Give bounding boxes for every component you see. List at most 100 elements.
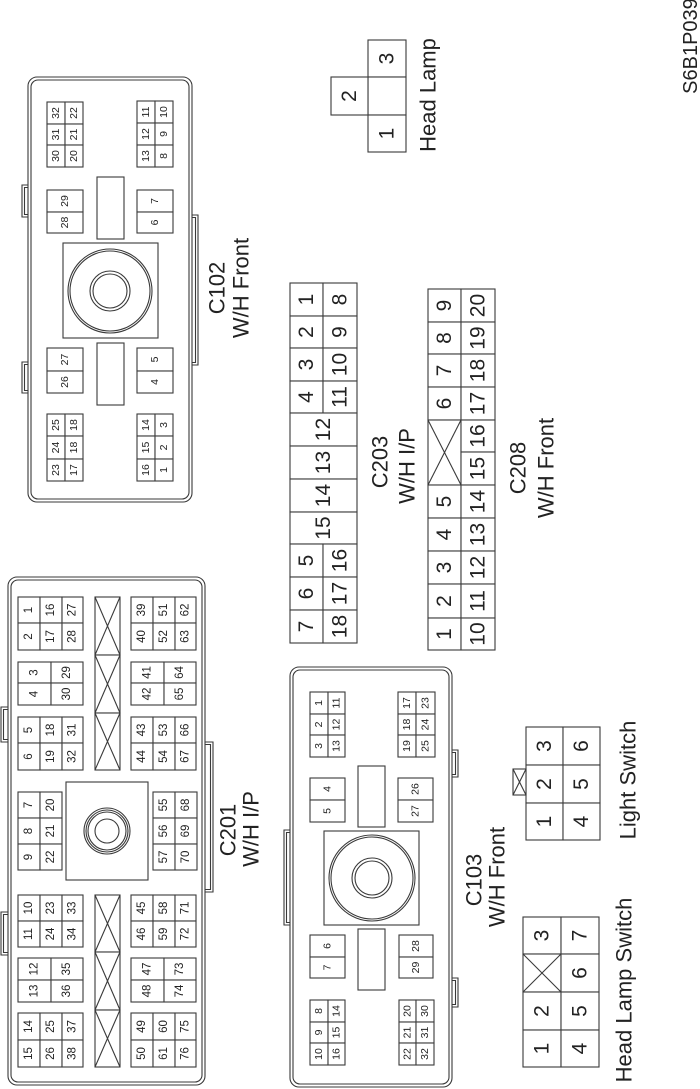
center-bolt-icon xyxy=(94,818,120,844)
pin-number: 18 xyxy=(45,724,57,737)
cavity-outline xyxy=(289,609,324,644)
pin-number: 29 xyxy=(59,195,71,207)
pin-cavity: 24 xyxy=(39,920,63,948)
pin-cavity: 7 xyxy=(17,791,41,819)
cavity-outline xyxy=(562,764,601,804)
pin-cavity: 61 xyxy=(152,1039,176,1068)
center-bolt-boss xyxy=(323,830,420,926)
pin-cavity: 53 xyxy=(152,716,176,744)
blocked-cavity-x-mark xyxy=(94,894,121,953)
pin-cavity: 12 xyxy=(17,957,52,981)
cavity-outline xyxy=(136,211,174,234)
pin-cavity: 45 xyxy=(130,894,154,922)
center-bolt-icon xyxy=(92,273,128,309)
pin-cavity: 10 xyxy=(309,1042,329,1066)
pin-cavity: 17 xyxy=(460,386,496,421)
pin-number: 19 xyxy=(45,750,57,763)
pin-number: 16 xyxy=(329,549,352,572)
pin-number: 52 xyxy=(158,630,170,643)
pin-number: 1 xyxy=(313,700,325,706)
pin-number: 5 xyxy=(433,496,456,508)
pin-cavity: 5 xyxy=(427,484,462,519)
pin-number: 5 xyxy=(23,727,35,733)
cavity-outline xyxy=(427,550,462,585)
cavity-outline xyxy=(460,419,496,453)
pin-number: 16 xyxy=(140,464,152,476)
pin-number: 1 xyxy=(531,1043,554,1055)
pin-cavity: 6 xyxy=(560,953,600,993)
cavity-outline xyxy=(460,353,496,388)
pin-number: 6 xyxy=(149,219,161,225)
pin-number: 24 xyxy=(50,442,62,454)
cavity-outline xyxy=(560,1029,600,1068)
pin-number: 13 xyxy=(312,451,335,474)
center-bolt-icon xyxy=(354,860,390,896)
center-bolt-icon xyxy=(83,807,131,855)
pin-cavity: 30 xyxy=(46,144,66,168)
center-bolt-icon xyxy=(85,809,129,853)
pin-cavity: 75 xyxy=(174,1012,197,1041)
pin-number: 41 xyxy=(142,666,154,679)
pin-cavity: 4 xyxy=(562,802,601,841)
cavity-outline xyxy=(522,1029,562,1068)
pin-number: 13 xyxy=(140,150,152,162)
pin-number: 4 xyxy=(149,379,161,385)
cavity-outline xyxy=(163,682,197,706)
pin-cavity: 39 xyxy=(130,596,154,624)
cavity-outline xyxy=(309,956,346,979)
pin-cavity: 2 xyxy=(309,713,329,736)
pin-cavity: 76 xyxy=(174,1039,197,1068)
pin-cavity: 34 xyxy=(61,920,84,948)
pin-number: 17 xyxy=(467,392,490,415)
pin-cavity: 22 xyxy=(398,1042,417,1066)
cavity-outline xyxy=(174,622,197,651)
c102-connector-id: C102 xyxy=(205,262,230,315)
center-bolt-icon xyxy=(87,811,127,851)
pin-number: 30 xyxy=(61,688,73,701)
cavity-outline xyxy=(562,726,601,766)
pin-number: 73 xyxy=(174,963,186,976)
pin-number: 63 xyxy=(180,630,192,643)
pin-cavity xyxy=(94,894,121,953)
pin-number: 31 xyxy=(50,129,62,141)
pin-cavity: 4 xyxy=(427,517,462,552)
pin-number: 6 xyxy=(322,943,334,949)
pin-cavity: 8 xyxy=(427,321,462,355)
pin-cavity: 6 xyxy=(427,386,462,421)
c201-harness-label: W/H I/P xyxy=(239,791,264,867)
pin-cavity: 1 xyxy=(427,617,462,651)
pin-cavity: 9 xyxy=(427,288,462,323)
pin-number: 8 xyxy=(433,332,456,344)
pin-number: 9 xyxy=(158,131,170,137)
pin-cavity: 8 xyxy=(154,144,174,168)
cavity-outline xyxy=(39,843,63,871)
pin-cavity: 9 xyxy=(17,843,41,871)
pin-number: 62 xyxy=(180,604,192,617)
housing-latch-tab-inner xyxy=(285,831,290,924)
pin-number: 14 xyxy=(467,490,490,514)
guide-slot xyxy=(96,176,125,240)
pin-cavity: 12 xyxy=(460,550,496,585)
pin-cavity: 23 xyxy=(46,458,66,482)
cavity-outline xyxy=(46,370,84,394)
pin-number: 39 xyxy=(136,604,148,617)
pin-number: 5 xyxy=(569,1005,592,1017)
pin-number: 51 xyxy=(158,604,170,617)
blocked-cavity-x-mark xyxy=(522,953,562,993)
pin-number: 21 xyxy=(402,1027,414,1039)
center-bolt-icon xyxy=(67,248,153,334)
pin-cavity: 28 xyxy=(46,211,84,234)
pin-number: 9 xyxy=(329,326,352,338)
pin-cavity: 38 xyxy=(61,1039,84,1068)
pin-cavity: 6 xyxy=(309,934,346,958)
pin-cavity: 22 xyxy=(39,843,63,871)
pin-number: 44 xyxy=(136,750,148,763)
pin-cavity: 7 xyxy=(289,609,324,644)
pin-number: 23 xyxy=(50,464,62,476)
pin-number: 3 xyxy=(533,740,556,752)
pin-number: 5 xyxy=(295,555,318,567)
cavity-outline xyxy=(415,1042,435,1066)
